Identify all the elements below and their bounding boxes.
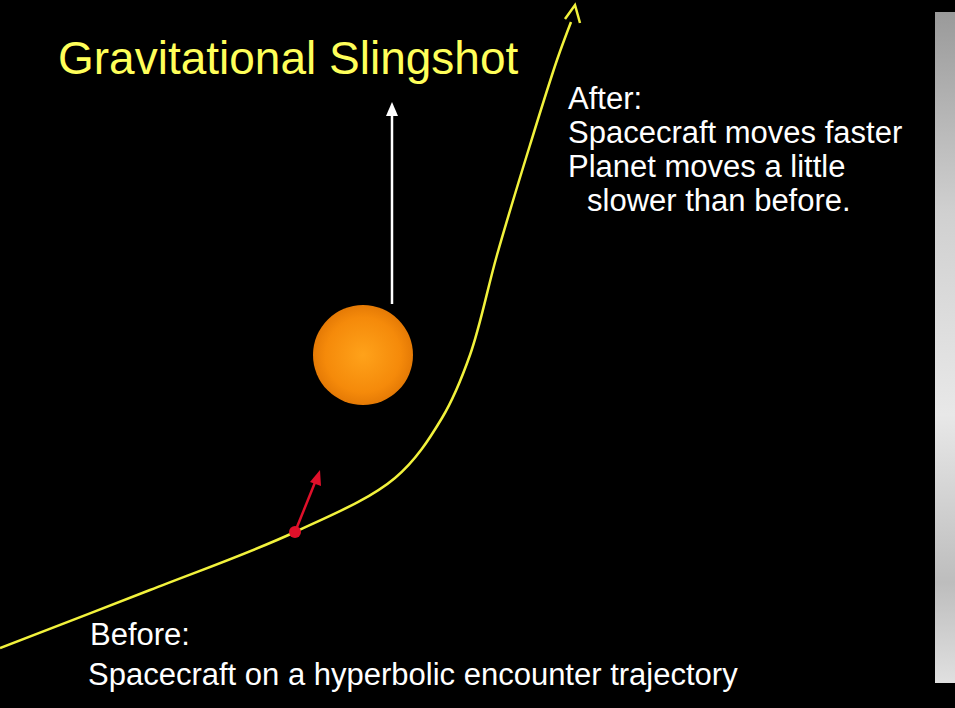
after-heading: After: bbox=[568, 82, 642, 116]
after-note: Spacecraft moves faster bbox=[568, 116, 902, 150]
spacecraft-velocity-line bbox=[295, 480, 316, 532]
planet bbox=[313, 305, 413, 405]
spacecraft-velocity-head bbox=[310, 470, 321, 486]
before-heading: Before: bbox=[90, 618, 190, 652]
title: Gravitational Slingshot bbox=[58, 32, 518, 85]
trajectory-group bbox=[0, 5, 580, 648]
planet-velocity-line bbox=[391, 112, 394, 304]
spacecraft-dot bbox=[289, 526, 301, 538]
trajectory-curve bbox=[0, 22, 571, 648]
after-note: Planet moves a little slower than before… bbox=[568, 150, 913, 218]
photo-edge bbox=[935, 12, 955, 683]
planet-velocity-head bbox=[386, 102, 398, 116]
before-note: Spacecraft on a hyperbolic encounter tra… bbox=[88, 658, 738, 692]
trajectory-arrowhead bbox=[565, 5, 580, 23]
